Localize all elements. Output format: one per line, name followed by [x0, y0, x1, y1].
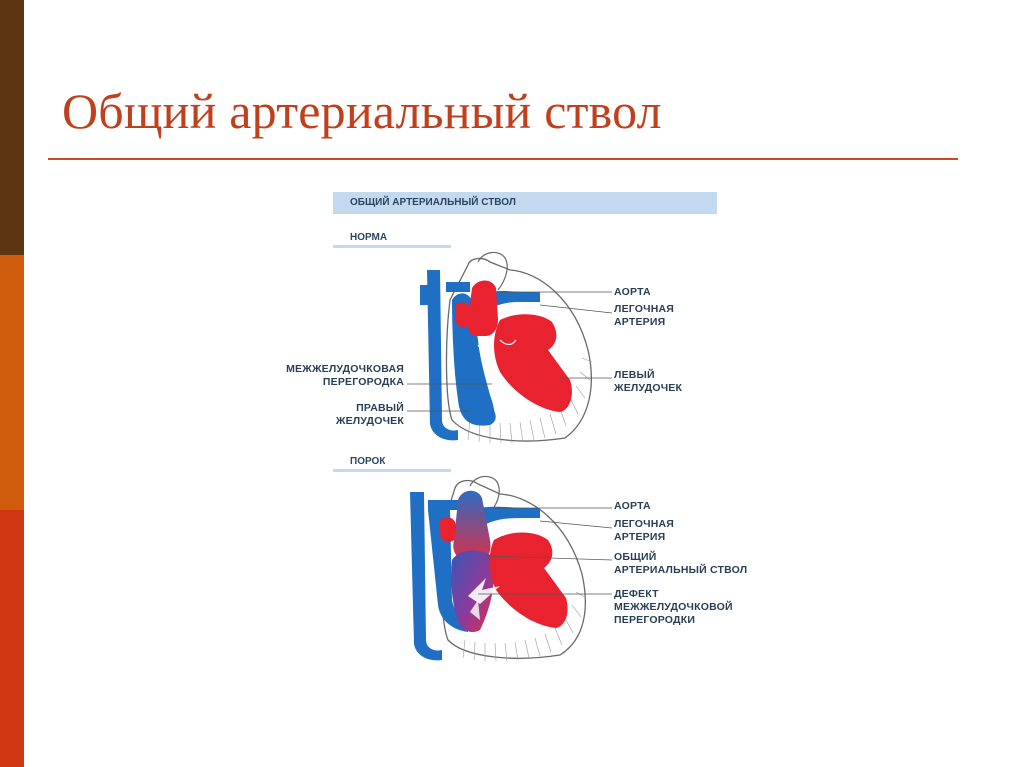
defect-heart [410, 475, 587, 662]
label-common-trunk: ОБЩИЙ АРТЕРИАЛЬНЫЙ СТВОЛ [614, 551, 748, 576]
label-pulmonary-artery-normal: ЛЕГОЧНАЯ АРТЕРИЯ [614, 303, 675, 328]
normal-heart [420, 251, 593, 444]
label-right-ventricle: ПРАВЫЙ ЖЕЛУДОЧЕК [335, 402, 404, 427]
title-underline [48, 158, 958, 160]
label-aorta-normal: АОРТА [614, 286, 651, 298]
normal-leader-lines [407, 291, 613, 412]
side-accent-bar-middle [0, 255, 24, 510]
normal-section-label: НОРМА [333, 230, 451, 248]
slide-title: Общий артериальный ствол [62, 83, 662, 139]
side-accent-bar-top [0, 0, 24, 255]
label-left-ventricle: ЛЕВЫЙ ЖЕЛУДОЧЕК [614, 369, 683, 394]
side-accent-bar-bottom [0, 510, 24, 767]
defect-leader-lines [478, 507, 613, 595]
label-pulmonary-artery-defect: ЛЕГОЧНАЯ АРТЕРИЯ [614, 518, 675, 543]
label-septum: МЕЖЖЕЛУДОЧКОВАЯ ПЕРЕГОРОДКА [286, 363, 404, 388]
label-aorta-defect: АОРТА [614, 500, 651, 512]
label-septal-defect: ДЕФЕКТ МЕЖЖЕЛУДОЧКОВОЙ ПЕРЕГОРОДКИ [614, 588, 733, 626]
defect-section-label: ПОРОК [333, 454, 451, 472]
figure-header: ОБЩИЙ АРТЕРИАЛЬНЫЙ СТВОЛ [333, 192, 717, 214]
